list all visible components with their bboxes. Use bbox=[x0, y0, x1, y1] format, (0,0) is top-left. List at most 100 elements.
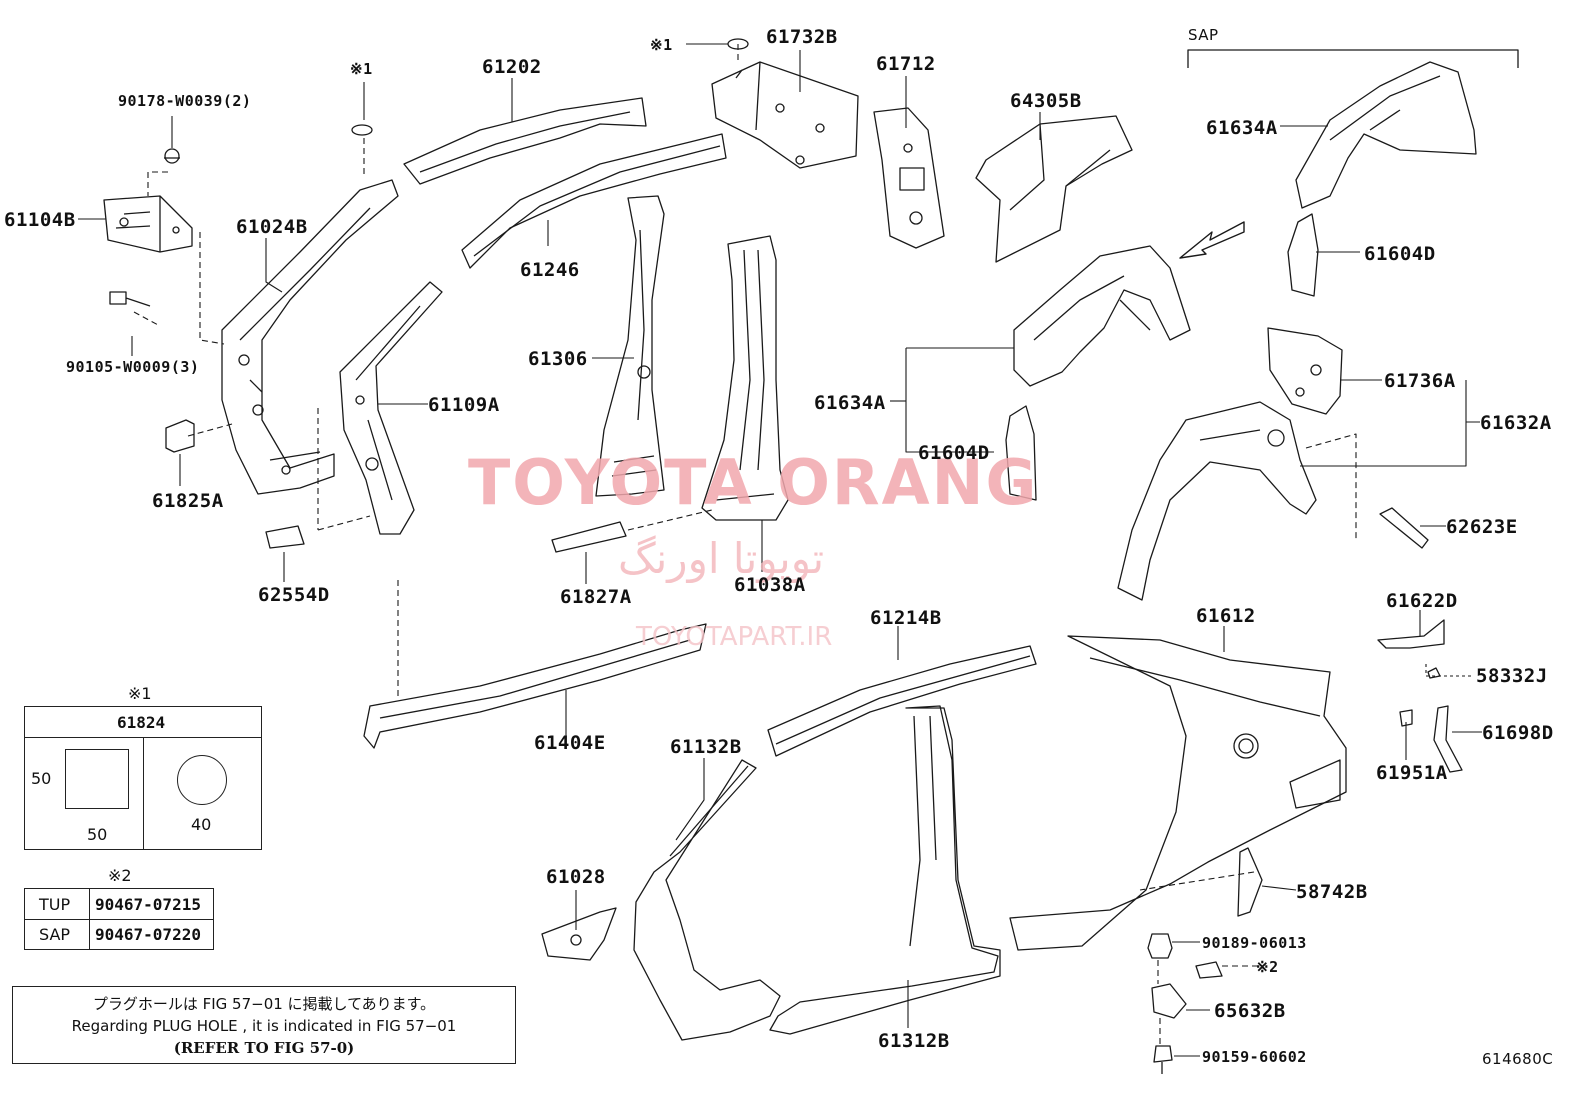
plug-table: 61824 50 50 40 bbox=[24, 706, 262, 850]
part-61951A bbox=[1399, 709, 1413, 727]
bolt-x2 bbox=[1195, 961, 1223, 979]
plug-table-col-divider bbox=[143, 737, 144, 849]
plug-table-mark: ※1 bbox=[128, 684, 152, 703]
plug-square-width: 50 bbox=[87, 825, 108, 844]
plug-part-number: 61824 bbox=[117, 713, 166, 732]
label-64305B: 64305B bbox=[1010, 90, 1082, 112]
part-61712 bbox=[873, 107, 945, 249]
label-mark2: ※2 bbox=[1256, 958, 1279, 976]
sap-bracket bbox=[1187, 49, 1519, 68]
bolt-variant-tup: TUP bbox=[39, 895, 71, 914]
bolt-90159 bbox=[1153, 1045, 1173, 1074]
part-61827A bbox=[551, 521, 627, 553]
bolt-part-sap: 90467-07220 bbox=[95, 925, 201, 944]
label-61736A: 61736A bbox=[1384, 370, 1456, 392]
label-61951A: 61951A bbox=[1376, 762, 1448, 784]
part-64305B bbox=[975, 115, 1133, 263]
label-90105: 90105-W0009(3) bbox=[66, 358, 200, 376]
label-61604D-top: 61604D bbox=[1364, 243, 1436, 265]
label-61712: 61712 bbox=[876, 53, 936, 75]
part-61634A-top bbox=[1295, 61, 1477, 209]
part-61312B bbox=[769, 705, 1001, 1035]
part-61612 bbox=[1009, 635, 1347, 951]
label-61024B: 61024B bbox=[236, 216, 308, 238]
part-61024B bbox=[221, 179, 399, 495]
label-61404E: 61404E bbox=[534, 732, 606, 754]
bolt-part-tup: 90467-07215 bbox=[95, 895, 201, 914]
label-61202: 61202 bbox=[482, 56, 542, 78]
label-sap: SAP bbox=[1188, 26, 1219, 44]
note-english: Regarding PLUG HOLE , it is indicated in… bbox=[71, 1017, 457, 1035]
direction-arrow bbox=[1179, 221, 1245, 259]
part-61825A bbox=[165, 419, 195, 453]
watermark-latin: TOYOTA ORANG bbox=[468, 446, 1039, 519]
label-mark1-mid: ※1 bbox=[650, 36, 673, 54]
bolt-table-row-divider bbox=[25, 919, 213, 920]
bolt-table: TUP 90467-07215 SAP 90467-07220 bbox=[24, 888, 214, 950]
part-61404E bbox=[363, 623, 707, 749]
label-61038A: 61038A bbox=[734, 574, 806, 596]
plug-oval-1 bbox=[351, 124, 373, 136]
figure-code: 614680C bbox=[1482, 1050, 1554, 1068]
label-61028: 61028 bbox=[546, 866, 606, 888]
label-65632B: 65632B bbox=[1214, 1000, 1286, 1022]
part-61202 bbox=[403, 97, 647, 185]
plug-square-height: 50 bbox=[31, 769, 52, 788]
watermark-site: TOYOTAPART.IR bbox=[636, 622, 833, 652]
part-61306 bbox=[595, 195, 665, 497]
label-58332J: 58332J bbox=[1476, 665, 1548, 687]
bolt-variant-sap: SAP bbox=[39, 925, 71, 944]
plug-circle-diameter: 40 bbox=[191, 815, 212, 834]
nut-90178 bbox=[164, 148, 180, 164]
part-61038A bbox=[701, 235, 789, 521]
part-62623E bbox=[1379, 507, 1429, 549]
label-90189: 90189-06013 bbox=[1202, 934, 1307, 952]
label-61622D: 61622D bbox=[1386, 590, 1458, 612]
watermark-persian: تویوتا اورنگ bbox=[618, 534, 825, 583]
label-61306: 61306 bbox=[528, 348, 588, 370]
label-61698D: 61698D bbox=[1482, 722, 1554, 744]
label-61827A: 61827A bbox=[560, 586, 632, 608]
part-61622D bbox=[1377, 619, 1445, 649]
clip-90189 bbox=[1147, 933, 1173, 959]
part-61634A-mid bbox=[1013, 245, 1191, 387]
plug-hole-note: プラグホールは FIG 57−01 に掲載してあります。 Regarding P… bbox=[12, 986, 516, 1064]
label-58742B: 58742B bbox=[1296, 881, 1368, 903]
part-61104B bbox=[103, 195, 193, 253]
label-90178: 90178-W0039(2) bbox=[118, 92, 252, 110]
part-61732B bbox=[711, 61, 859, 169]
part-61132B bbox=[633, 759, 781, 1041]
part-65632B bbox=[1151, 983, 1187, 1019]
label-61312B: 61312B bbox=[878, 1030, 950, 1052]
label-61109A: 61109A bbox=[428, 394, 500, 416]
label-61732B: 61732B bbox=[766, 26, 838, 48]
plug-oval-2 bbox=[727, 38, 749, 50]
part-61632A bbox=[1117, 401, 1317, 601]
plug-circle-icon bbox=[177, 755, 227, 805]
leader-lines bbox=[78, 43, 1482, 1057]
bolt-table-mark: ※2 bbox=[108, 866, 132, 885]
label-mark1-top: ※1 bbox=[350, 60, 373, 78]
part-61214B bbox=[767, 645, 1037, 757]
part-61698D bbox=[1433, 705, 1463, 773]
label-61612: 61612 bbox=[1196, 605, 1256, 627]
part-61604D-top bbox=[1287, 213, 1319, 297]
label-61825A: 61825A bbox=[152, 490, 224, 512]
part-61028 bbox=[541, 907, 617, 961]
part-62554D bbox=[265, 525, 305, 549]
label-61634A-top: 61634A bbox=[1206, 117, 1278, 139]
note-japanese: プラグホールは FIG 57−01 に掲載してあります。 bbox=[92, 995, 436, 1013]
label-62554D: 62554D bbox=[258, 584, 330, 606]
label-61604D-mid: 61604D bbox=[918, 442, 990, 464]
part-61736A bbox=[1267, 327, 1343, 415]
part-58742B bbox=[1237, 847, 1263, 917]
part-61604D-mid bbox=[1005, 405, 1037, 501]
label-90159: 90159-60602 bbox=[1202, 1048, 1307, 1066]
label-61214B: 61214B bbox=[870, 607, 942, 629]
label-61104B: 61104B bbox=[4, 209, 76, 231]
label-61634A-mid: 61634A bbox=[814, 392, 886, 414]
label-61246: 61246 bbox=[520, 259, 580, 281]
plug-square-icon bbox=[65, 749, 129, 809]
